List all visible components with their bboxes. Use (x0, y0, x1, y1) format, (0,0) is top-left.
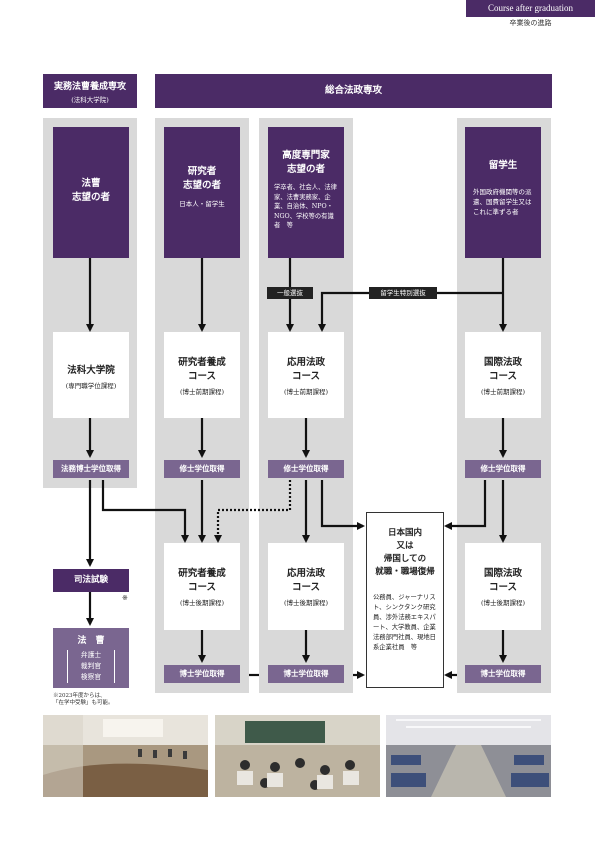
course-intl-master: 国際法政 コース (博士前期課程) (465, 332, 541, 418)
bar-exam: 司法試験 (53, 569, 129, 592)
degree-doctor-applied: 博士学位取得 (268, 665, 344, 683)
role-lawyer: 弁護士 (80, 651, 102, 659)
degree-master-intl: 修士学位取得 (465, 460, 541, 478)
aspirant-intl: 留学生 外国政府機関等の派遣、国費留学生又はこれに準ずる者 (465, 127, 541, 258)
selection-intl-label: 留学生特別選抜 (369, 287, 437, 299)
course-intl-doctor: 国際法政 コース (博士後期課程) (465, 543, 541, 630)
corner-title: Course after graduation (466, 0, 595, 17)
role-prosecutor: 検察官 (80, 673, 102, 681)
outcome-title: 日本国内 又は 帰国しての 就職・職場復帰 (375, 528, 435, 577)
aspirant-intl-title: 留学生 (488, 160, 518, 171)
bar-exam-label: 司法試験 (73, 575, 108, 585)
bar-exam-mark: ※ (122, 594, 128, 602)
course-intl-master-sub: (博士前期課程) (480, 388, 526, 396)
aspirant-researcher: 研究者 志望の者 日本人・留学生 (164, 127, 240, 258)
header-right-title: 総合法政専攻 (324, 85, 382, 96)
course-researcher-doctor: 研究者養成 コース (博士後期課程) (164, 543, 240, 630)
degree-doctor-researcher: 博士学位取得 (164, 665, 240, 683)
footnote: ※2023年度からは、 「在学中受験」も可能。 (53, 693, 114, 706)
legal-profession: 法 曹 弁護士 裁判官 検察官 (53, 628, 129, 688)
degree-master-researcher: 修士学位取得 (164, 460, 240, 478)
header-left-title: 実務法曹養成専攻 (53, 82, 126, 92)
aspirant-legal-title: 法曹 志望の者 (71, 178, 110, 203)
aspirant-specialist: 高度専門家 志望の者 学卒者、社会人、法律家、法曹実務家、企業、自治体、NPO・… (268, 127, 344, 258)
course-applied-doctor-title: 応用法政 コース (286, 568, 325, 593)
course-intl-doctor-sub: (博士後期課程) (480, 599, 526, 607)
aspirant-researcher-title: 研究者 志望の者 (182, 166, 221, 191)
aspirant-intl-note: 外国政府機関等の派遣、国費留学生又はこれに準ずる者 (473, 188, 532, 216)
outcome-note: 公務員、ジャーナリスト、シンクタンク研究員、渉外法務エキスパート、大学教員、企業… (373, 594, 436, 651)
course-intl-doctor-title: 国際法政 コース (483, 568, 522, 593)
degree-master-applied: 修士学位取得 (268, 460, 344, 478)
legal-profession-roles: 弁護士 裁判官 検察官 (67, 650, 115, 683)
header-left-sub: (法科大学院) (71, 96, 109, 104)
header-right: 総合法政専攻 (155, 74, 552, 108)
study-carrels-photo (386, 715, 551, 797)
aspirant-specialist-note: 学卒者、社会人、法律家、法曹実務家、企業、自治体、NPO・NGO、学校等の有識者… (274, 184, 337, 229)
course-applied-master: 応用法政 コース (博士前期課程) (268, 332, 344, 418)
header-left: 実務法曹養成専攻 (法科大学院) (43, 74, 137, 108)
course-researcher-doctor-sub: (博士後期課程) (179, 599, 225, 607)
aspirant-specialist-title: 高度専門家 志望の者 (282, 150, 330, 175)
corner-subtitle: 卒業後の進路 (509, 19, 552, 27)
seminar-room-photo (215, 715, 380, 797)
course-applied-master-title: 応用法政 コース (286, 357, 325, 382)
course-law-school-title: 法科大学院 (67, 365, 115, 376)
course-researcher-master: 研究者養成 コース (博士前期課程) (164, 332, 240, 418)
course-intl-master-title: 国際法政 コース (483, 357, 522, 382)
lecture-hall-photo (43, 715, 208, 797)
aspirant-legal: 法曹 志望の者 (53, 127, 129, 258)
course-applied-doctor: 応用法政 コース (博士後期課程) (268, 543, 344, 630)
aspirant-researcher-note: 日本人・留学生 (179, 200, 225, 208)
course-applied-master-sub: (博士前期課程) (283, 388, 329, 396)
course-applied-doctor-sub: (博士後期課程) (283, 599, 329, 607)
role-judge: 裁判官 (80, 662, 102, 670)
course-researcher-master-sub: (博士前期課程) (179, 388, 225, 396)
course-law-school: 法科大学院 (専門職学位課程) (53, 332, 129, 418)
legal-profession-title: 法 曹 (77, 636, 105, 646)
selection-general-label: 一般選抜 (267, 287, 313, 299)
degree-jd: 法務博士学位取得 (53, 460, 129, 478)
course-researcher-master-title: 研究者養成 コース (178, 357, 226, 382)
course-law-school-sub: (専門職学位課程) (65, 382, 117, 390)
degree-doctor-intl: 博士学位取得 (465, 665, 541, 683)
course-researcher-doctor-title: 研究者養成 コース (178, 568, 226, 593)
outcome-box: 日本国内 又は 帰国しての 就職・職場復帰 公務員、ジャーナリスト、シンクタンク… (366, 512, 444, 688)
